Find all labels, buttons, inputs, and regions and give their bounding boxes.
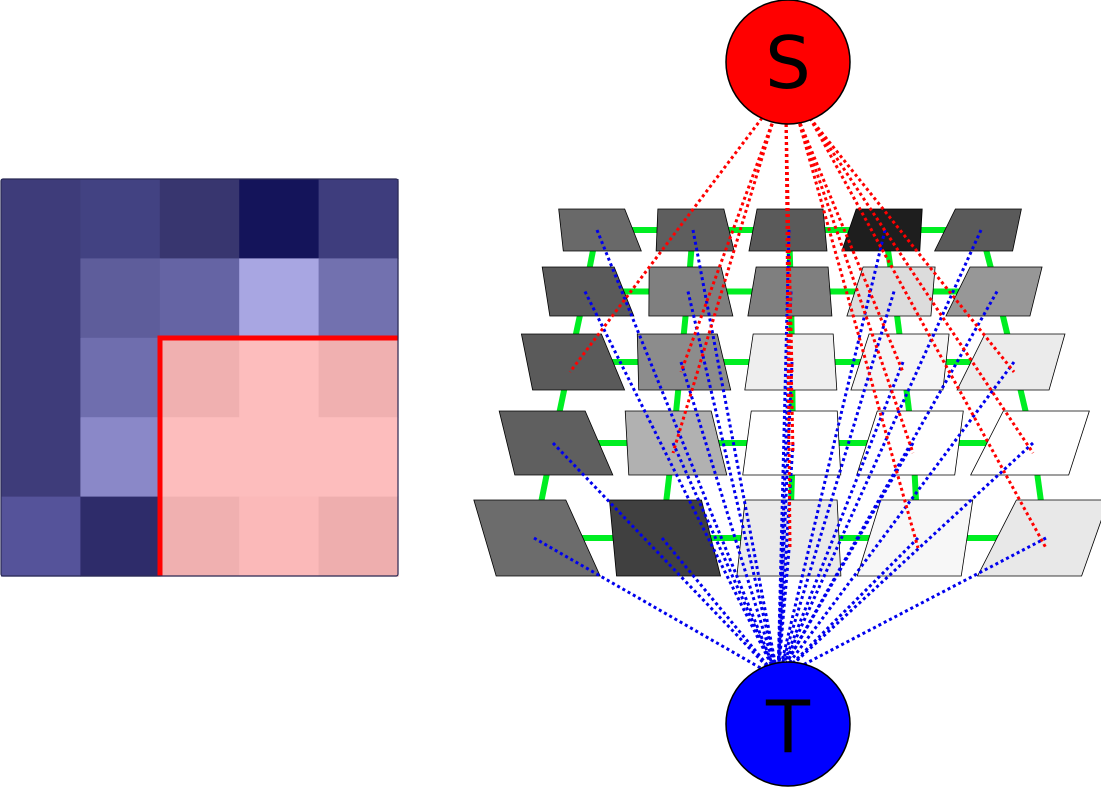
segmentation-cell bbox=[1, 179, 81, 259]
source-link bbox=[796, 117, 915, 454]
sink-link bbox=[776, 441, 1035, 680]
segmentation-cell bbox=[1, 337, 81, 418]
pixel-node bbox=[648, 266, 734, 317]
sink-link bbox=[671, 442, 780, 679]
source-link bbox=[671, 117, 776, 454]
segmentation-cell bbox=[159, 179, 240, 259]
segmentation-cell bbox=[318, 417, 399, 498]
segmentation-cell bbox=[80, 258, 161, 339]
source-link bbox=[568, 117, 764, 373]
source-link bbox=[808, 117, 1035, 454]
sink-link bbox=[660, 537, 780, 679]
sink-link bbox=[595, 229, 780, 679]
pixel-node bbox=[956, 333, 1066, 391]
pixel-node bbox=[945, 266, 1043, 317]
sink-link bbox=[777, 536, 1047, 680]
sink-link bbox=[679, 361, 780, 679]
segmentation-cell bbox=[239, 179, 320, 259]
segmentation-cell bbox=[159, 337, 240, 418]
pixel-node bbox=[624, 410, 728, 476]
source-link bbox=[808, 117, 1048, 549]
pixel-node bbox=[520, 333, 626, 391]
segmentation-cell bbox=[1, 258, 81, 339]
segmentation-cell bbox=[159, 417, 240, 498]
segmentation-cell bbox=[80, 179, 161, 259]
segmentation-cell bbox=[239, 258, 320, 339]
sink-link bbox=[551, 441, 780, 680]
source-node: S bbox=[725, 0, 851, 125]
sink-link bbox=[583, 290, 780, 679]
segmentation-cell bbox=[80, 337, 161, 418]
source-link bbox=[796, 117, 905, 373]
pixel-node bbox=[541, 266, 635, 317]
pixel-node bbox=[856, 499, 974, 577]
segmentation-cell bbox=[159, 258, 240, 339]
segmentation-cell bbox=[318, 337, 399, 418]
sink-terminal-links bbox=[533, 229, 1047, 680]
pixel-node bbox=[609, 499, 722, 577]
segmentation-cell bbox=[159, 496, 240, 577]
sink-link bbox=[776, 536, 920, 680]
segmentation-boundary bbox=[157, 335, 398, 576]
segmentation-cell bbox=[318, 496, 399, 577]
sink-link bbox=[776, 291, 793, 679]
sink-link bbox=[776, 229, 983, 679]
segmentation-cell bbox=[239, 417, 320, 498]
source-terminal-links bbox=[568, 117, 1048, 549]
segmentation-result-grid bbox=[1, 179, 399, 577]
pixel-node bbox=[970, 410, 1090, 476]
pixel-node bbox=[933, 208, 1022, 252]
segmentation-cell bbox=[239, 496, 320, 577]
sink-label: T bbox=[765, 685, 811, 769]
segmentation-cell bbox=[318, 258, 399, 339]
sink-link bbox=[776, 361, 794, 679]
source-label: S bbox=[765, 21, 811, 105]
source-link bbox=[796, 117, 920, 549]
pixel-node bbox=[846, 266, 936, 317]
segmentation-cell bbox=[239, 337, 320, 418]
sink-node: T bbox=[725, 661, 851, 787]
sink-link bbox=[691, 229, 780, 679]
segmentation-cell bbox=[80, 417, 161, 498]
sink-link bbox=[533, 536, 779, 680]
sink-link bbox=[776, 229, 887, 679]
pixel-node bbox=[498, 410, 614, 476]
segmentation-grid-frame bbox=[0, 178, 399, 577]
sink-link bbox=[776, 291, 896, 679]
segmentation-cell bbox=[318, 179, 399, 259]
pixel-node bbox=[558, 208, 642, 252]
segmentation-cell bbox=[80, 496, 161, 577]
segmentation-cell bbox=[1, 417, 81, 498]
source-link bbox=[808, 117, 1016, 373]
segmentation-cell bbox=[1, 496, 81, 577]
